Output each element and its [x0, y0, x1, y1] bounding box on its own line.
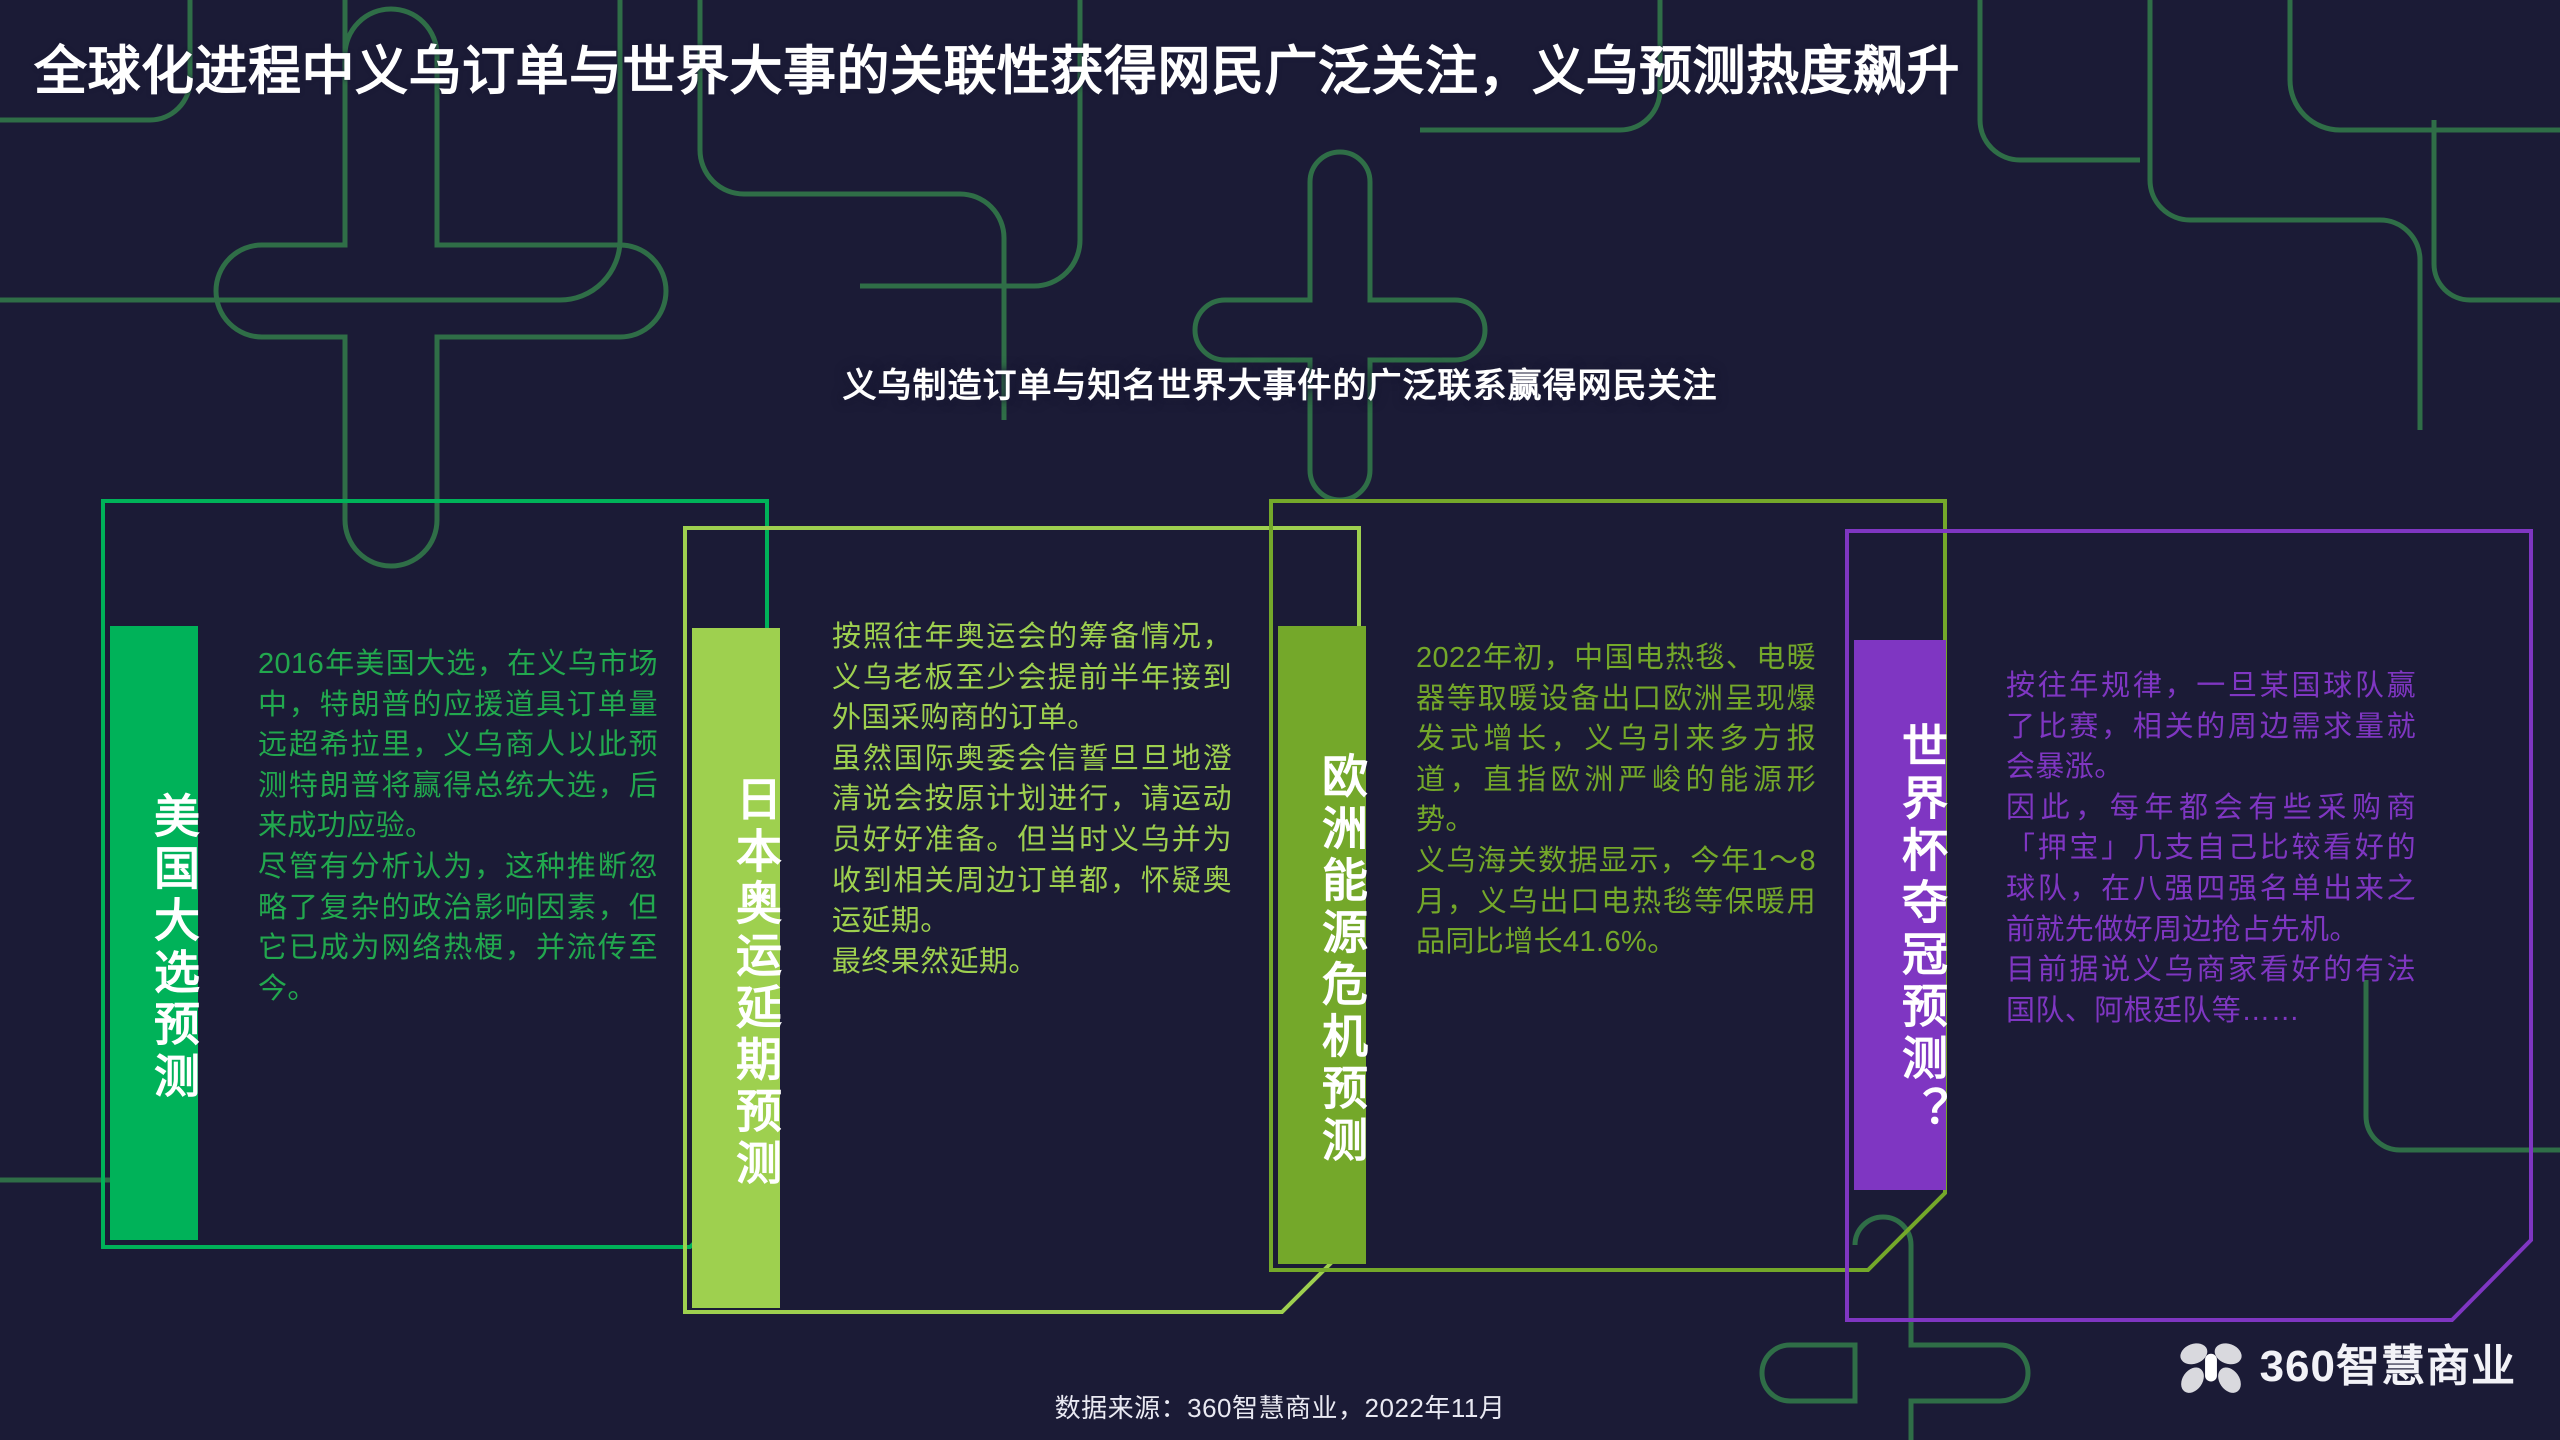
card-label-bar: 美国大选预测 — [110, 626, 200, 1240]
360-pinwheel-icon — [2179, 1343, 2242, 1393]
card-body-text: 2022年初，中国电热毯、电暖器等取暖设备出口欧洲呈现爆发式增长，义乌引来多方报… — [1416, 642, 1816, 959]
logo-text: 360智慧商业 — [2259, 1342, 2516, 1391]
card-label-text: 欧洲能源危机预测 — [1316, 752, 1368, 1168]
card-body-text: 按照往年奥运会的筹备情况，义乌老板至少会提前半年接到外国采购商的订单。 虽然国际… — [832, 621, 1232, 978]
card-body-text: 2016年美国大选，在义乌市场中，特朗普的应援道具订单量远超希拉里，义乌商人以此… — [258, 648, 658, 1005]
card-europe-energy[interactable]: 欧洲能源危机预测 2022年初，中国电热毯、电暖器等取暖设备出口欧洲呈现爆发式增… — [1268, 498, 1948, 1273]
card-us-election[interactable]: 美国大选预测 2016年美国大选，在义乌市场中，特朗普的应援道具订单量远超希拉里… — [100, 498, 770, 1250]
data-source-note: 数据来源：360智慧商业，2022年11月 — [1054, 1393, 1506, 1423]
subtitle: 义乌制造订单与知名世界大事件的广泛联系赢得网民关注 — [842, 367, 1718, 405]
card-label-bar: 日本奥运延期预测 — [692, 628, 782, 1308]
card-label-bar: 欧洲能源危机预测 — [1278, 626, 1368, 1264]
card-label-text: 世界杯夺冠预测？ — [1896, 722, 1948, 1138]
card-world-cup[interactable]: 世界杯夺冠预测？ 按往年规律，一旦某国球队赢了比赛，相关的周边需求量就会暴涨。 … — [1844, 528, 2534, 1323]
card-frame — [683, 526, 1361, 1314]
card-frame — [1845, 529, 2533, 1322]
card-label-text: 日本奥运延期预测 — [730, 775, 782, 1191]
card-label-bar: 世界杯夺冠预测？ — [1854, 640, 1948, 1190]
card-tokyo-olympics[interactable]: 日本奥运延期预测 按照往年奥运会的筹备情况，义乌老板至少会提前半年接到外国采购商… — [682, 525, 1362, 1315]
subtitle-wrap: 义乌制造订单与知名世界大事件的广泛联系赢得网民关注 — [0, 358, 2560, 407]
card-label-text: 美国大选预测 — [148, 792, 200, 1104]
card-body-text: 按往年规律，一旦某国球队赢了比赛，相关的周边需求量就会暴涨。 因此，每年都会有些… — [2006, 670, 2416, 1027]
brand-logo: 360智慧商业 — [2178, 1334, 2516, 1400]
page-title: 全球化进程中义乌订单与世界大事的关联性获得网民广泛关注，义乌预测热度飙升 — [34, 42, 1960, 101]
title-bar: 全球化进程中义乌订单与世界大事的关联性获得网民广泛关注，义乌预测热度飙升 — [0, 42, 2560, 101]
